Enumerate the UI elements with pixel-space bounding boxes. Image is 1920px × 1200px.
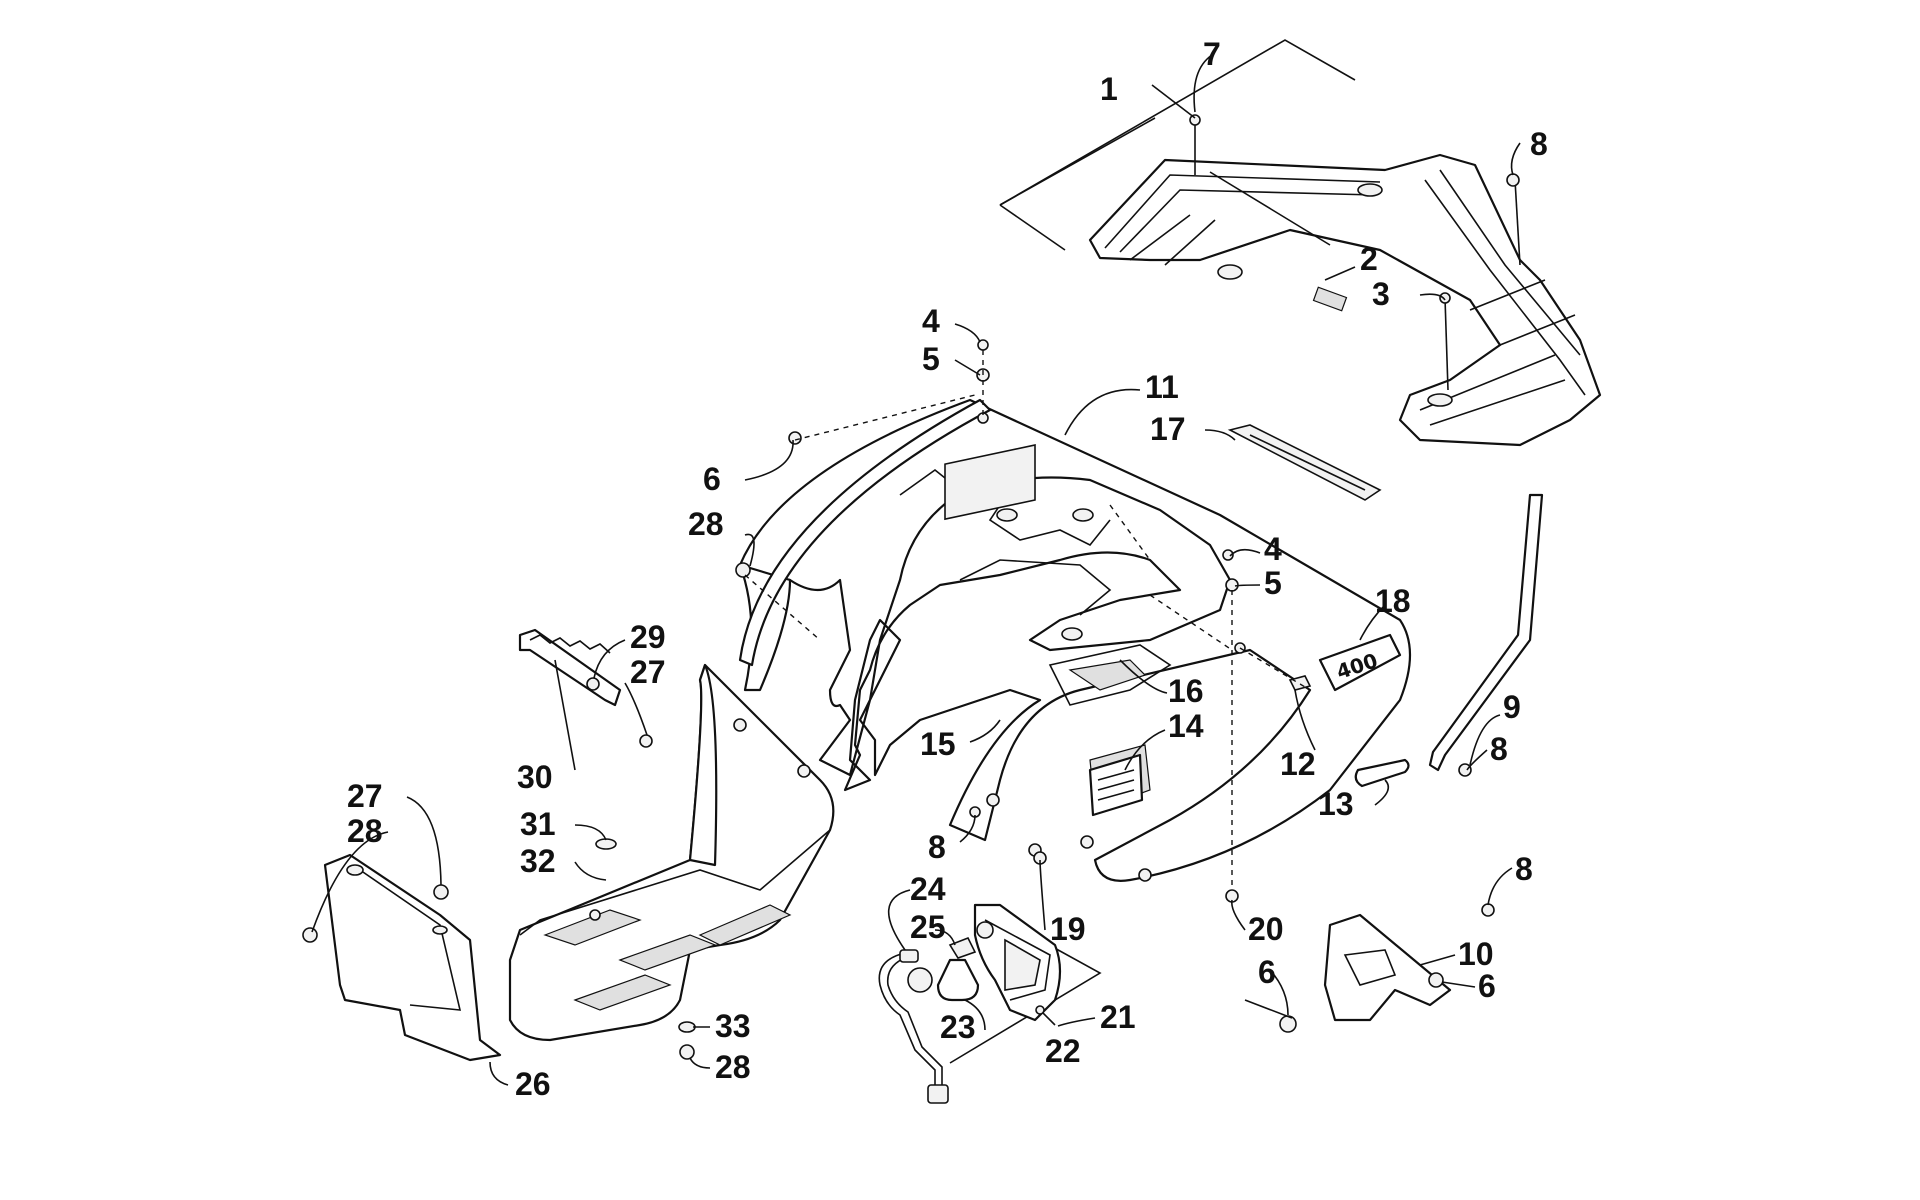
rear-rack: [1088, 153, 1602, 447]
part-label-29: 29: [630, 619, 666, 655]
part-label-6c: 6: [1478, 968, 1496, 1004]
part-label-4b: 4: [1264, 531, 1282, 567]
heel-guard-30: [518, 628, 622, 707]
part-label-17: 17: [1150, 411, 1186, 447]
socket-25: [948, 936, 977, 959]
part-label-32: 32: [520, 843, 556, 879]
part-label-14: 14: [1168, 708, 1204, 744]
part-labels: 1 7 8 2 3 4 5 11 17 6 28 4 5 18 29 27 16…: [347, 36, 1548, 1102]
part-label-1: 1: [1100, 71, 1118, 107]
part-label-13: 13: [1318, 786, 1354, 822]
part-label-16: 16: [1168, 673, 1204, 709]
part-label-27b: 27: [347, 778, 383, 814]
part-label-27: 27: [630, 654, 666, 690]
part-label-8: 8: [1530, 126, 1548, 162]
part-label-8b: 8: [1490, 731, 1508, 767]
part-label-9: 9: [1503, 689, 1521, 725]
floorboard: [508, 663, 835, 1042]
part-label-6b: 6: [1258, 954, 1276, 990]
part-label-18: 18: [1375, 583, 1411, 619]
part-label-25: 25: [910, 909, 946, 945]
part-label-23: 23: [940, 1009, 976, 1045]
part-label-30: 30: [517, 759, 553, 795]
decal-17: [1227, 424, 1382, 501]
part-label-31: 31: [520, 806, 556, 842]
part-label-15: 15: [920, 726, 956, 762]
part-label-7: 7: [1203, 36, 1221, 72]
bulb-23: [936, 958, 980, 1002]
clip-12: [1288, 675, 1312, 691]
part-label-10: 10: [1458, 936, 1494, 972]
reflector-13: [1354, 758, 1410, 788]
part-label-28: 28: [688, 506, 724, 542]
part-label-2: 2: [1360, 241, 1378, 277]
part-label-8c: 8: [928, 829, 946, 865]
part-label-28b: 28: [347, 813, 383, 849]
part-label-4: 4: [922, 303, 940, 339]
wiring-harness-24: [878, 949, 949, 1104]
side-panel-26: [323, 853, 502, 1062]
part-label-24: 24: [910, 871, 946, 907]
part-label-11: 11: [1145, 369, 1179, 405]
part-label-3: 3: [1372, 276, 1390, 312]
fender-arch-left: [738, 398, 992, 667]
group-bracket-taillight: [949, 939, 1102, 1064]
assembly-dashed-lines: [744, 350, 1311, 890]
part-label-5: 5: [922, 341, 940, 377]
part-label-19: 19: [1050, 911, 1086, 947]
part-label-6: 6: [703, 461, 721, 497]
group-bracket-rack: [999, 39, 1356, 251]
part-label-26: 26: [515, 1066, 551, 1102]
part-label-20: 20: [1248, 911, 1284, 947]
part-label-22: 22: [1045, 1033, 1081, 1069]
rack-support-bar: [1428, 493, 1544, 772]
rear-fender: [738, 398, 1412, 882]
part-label-33: 33: [715, 1008, 751, 1044]
part-label-21: 21: [1100, 999, 1136, 1035]
rear-bracket: [1323, 913, 1452, 1022]
taillight-assembly: [973, 903, 1062, 1022]
part-label-12: 12: [1280, 746, 1316, 782]
warning-decal-14: [1088, 753, 1144, 817]
part-label-5b: 5: [1264, 565, 1282, 601]
part-label-28c: 28: [715, 1049, 751, 1085]
leader-lines: [311, 54, 1521, 1086]
part-label-8d: 8: [1515, 851, 1533, 887]
